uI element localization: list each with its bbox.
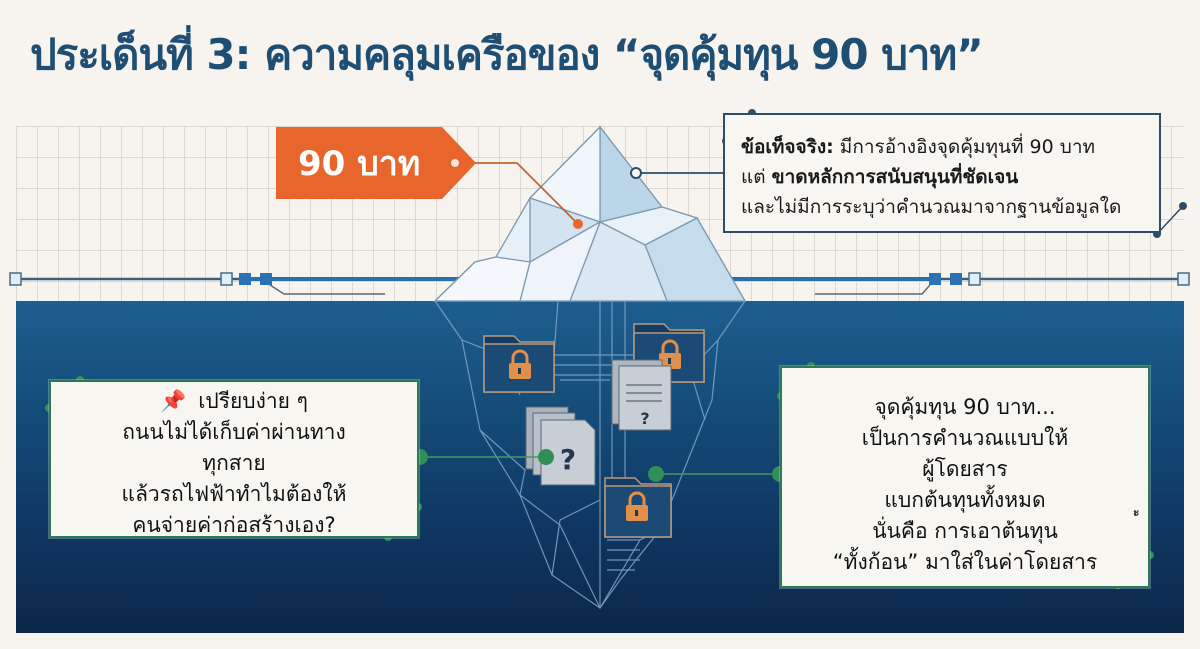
analogy-line: ทุกสาย — [202, 451, 266, 475]
fact-line3: และไม่มีการระบุว่าคำนวณมาจากฐานข้อมูลใด — [741, 196, 1122, 218]
analogy-line: เปรียบง่าย ๆ — [198, 389, 308, 413]
pushpin-icon: 📌 — [160, 389, 187, 413]
explanation-line: “ทั้งก้อน” มาใส่ในค่าโดยสาร — [832, 550, 1098, 574]
analogy-line: คนจ่ายค่าก่อสร้างเอง? — [132, 513, 336, 537]
fact-line2-bold: ขาดหลักการสนับสนุนที่ชัดเจน — [771, 166, 1019, 188]
page-title: ประเด็นที่ 3: ความคลุมเครือของ “จุดคุ้มท… — [30, 30, 984, 79]
explanation-line: จุดคุ้มทุน 90 บาท... — [874, 395, 1056, 419]
explanation-card: จุดคุ้มทุน 90 บาท... เป็นการคำนวณแบบให้ … — [780, 366, 1150, 588]
explanation-line: เป็นการคำนวณแบบให้ — [861, 426, 1069, 450]
price-tag-90-baht: 90 บาท — [276, 127, 476, 199]
explanation-line: ผู้โดยสาร — [922, 457, 1008, 481]
explanation-line: นั่นคือ การเอาต้นทุน — [872, 519, 1058, 543]
price-tag-label: 90 บาท — [298, 144, 421, 184]
fact-line2-prefix: แต่ — [741, 166, 772, 188]
tag-hole-icon — [451, 159, 459, 167]
explanation-line: แบกต้นทุนทั้งหมด — [884, 488, 1046, 512]
analogy-card: 📌 เปรียบง่าย ๆ ถนนไม่ได้เก็บค่าผ่านทาง ทุ… — [49, 380, 419, 538]
fact-box: ข้อเท็จจริง: มีการอ้างอิงจุดคุ้มทุนที่ 9… — [723, 113, 1161, 233]
analogy-line: แล้วรถไฟฟ้าทำไมต้องให้ — [121, 482, 347, 506]
fact-label: ข้อเท็จจริง: — [741, 136, 834, 158]
analogy-line: ถนนไม่ได้เก็บค่าผ่านทาง — [122, 420, 346, 444]
fact-line1: มีการอ้างอิงจุดคุ้มทุนที่ 90 บาท — [833, 136, 1096, 158]
stray-mark: ะ — [1133, 505, 1140, 519]
